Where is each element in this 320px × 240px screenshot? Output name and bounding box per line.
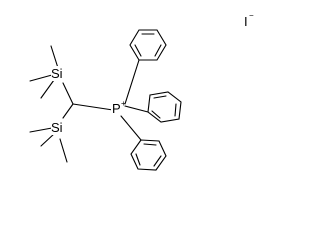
iodide-charge: −	[249, 11, 254, 20]
phenyl-ring-right	[124, 91, 182, 123]
atom-si-top: Si	[51, 66, 63, 81]
trimethylsilyl-bottom	[29, 127, 68, 163]
atom-si-bottom: Si	[51, 120, 63, 135]
phenyl-ring-bottom	[120, 115, 167, 171]
trimethylsilyl-top	[29, 45, 59, 99]
molecule-drawing: Si Si P + I −	[29, 11, 254, 171]
bond-p-ch	[72, 103, 114, 111]
phosphorus-charge: +	[121, 99, 126, 108]
phenyl-ring-top	[124, 29, 167, 105]
bond-ch-si-top	[62, 82, 74, 105]
structure-diagram: Si Si P + I −	[29, 11, 254, 171]
atom-iodide: I	[244, 14, 248, 29]
atom-phosphorus: P	[112, 101, 121, 116]
bond-ch-si-bottom	[62, 103, 74, 119]
